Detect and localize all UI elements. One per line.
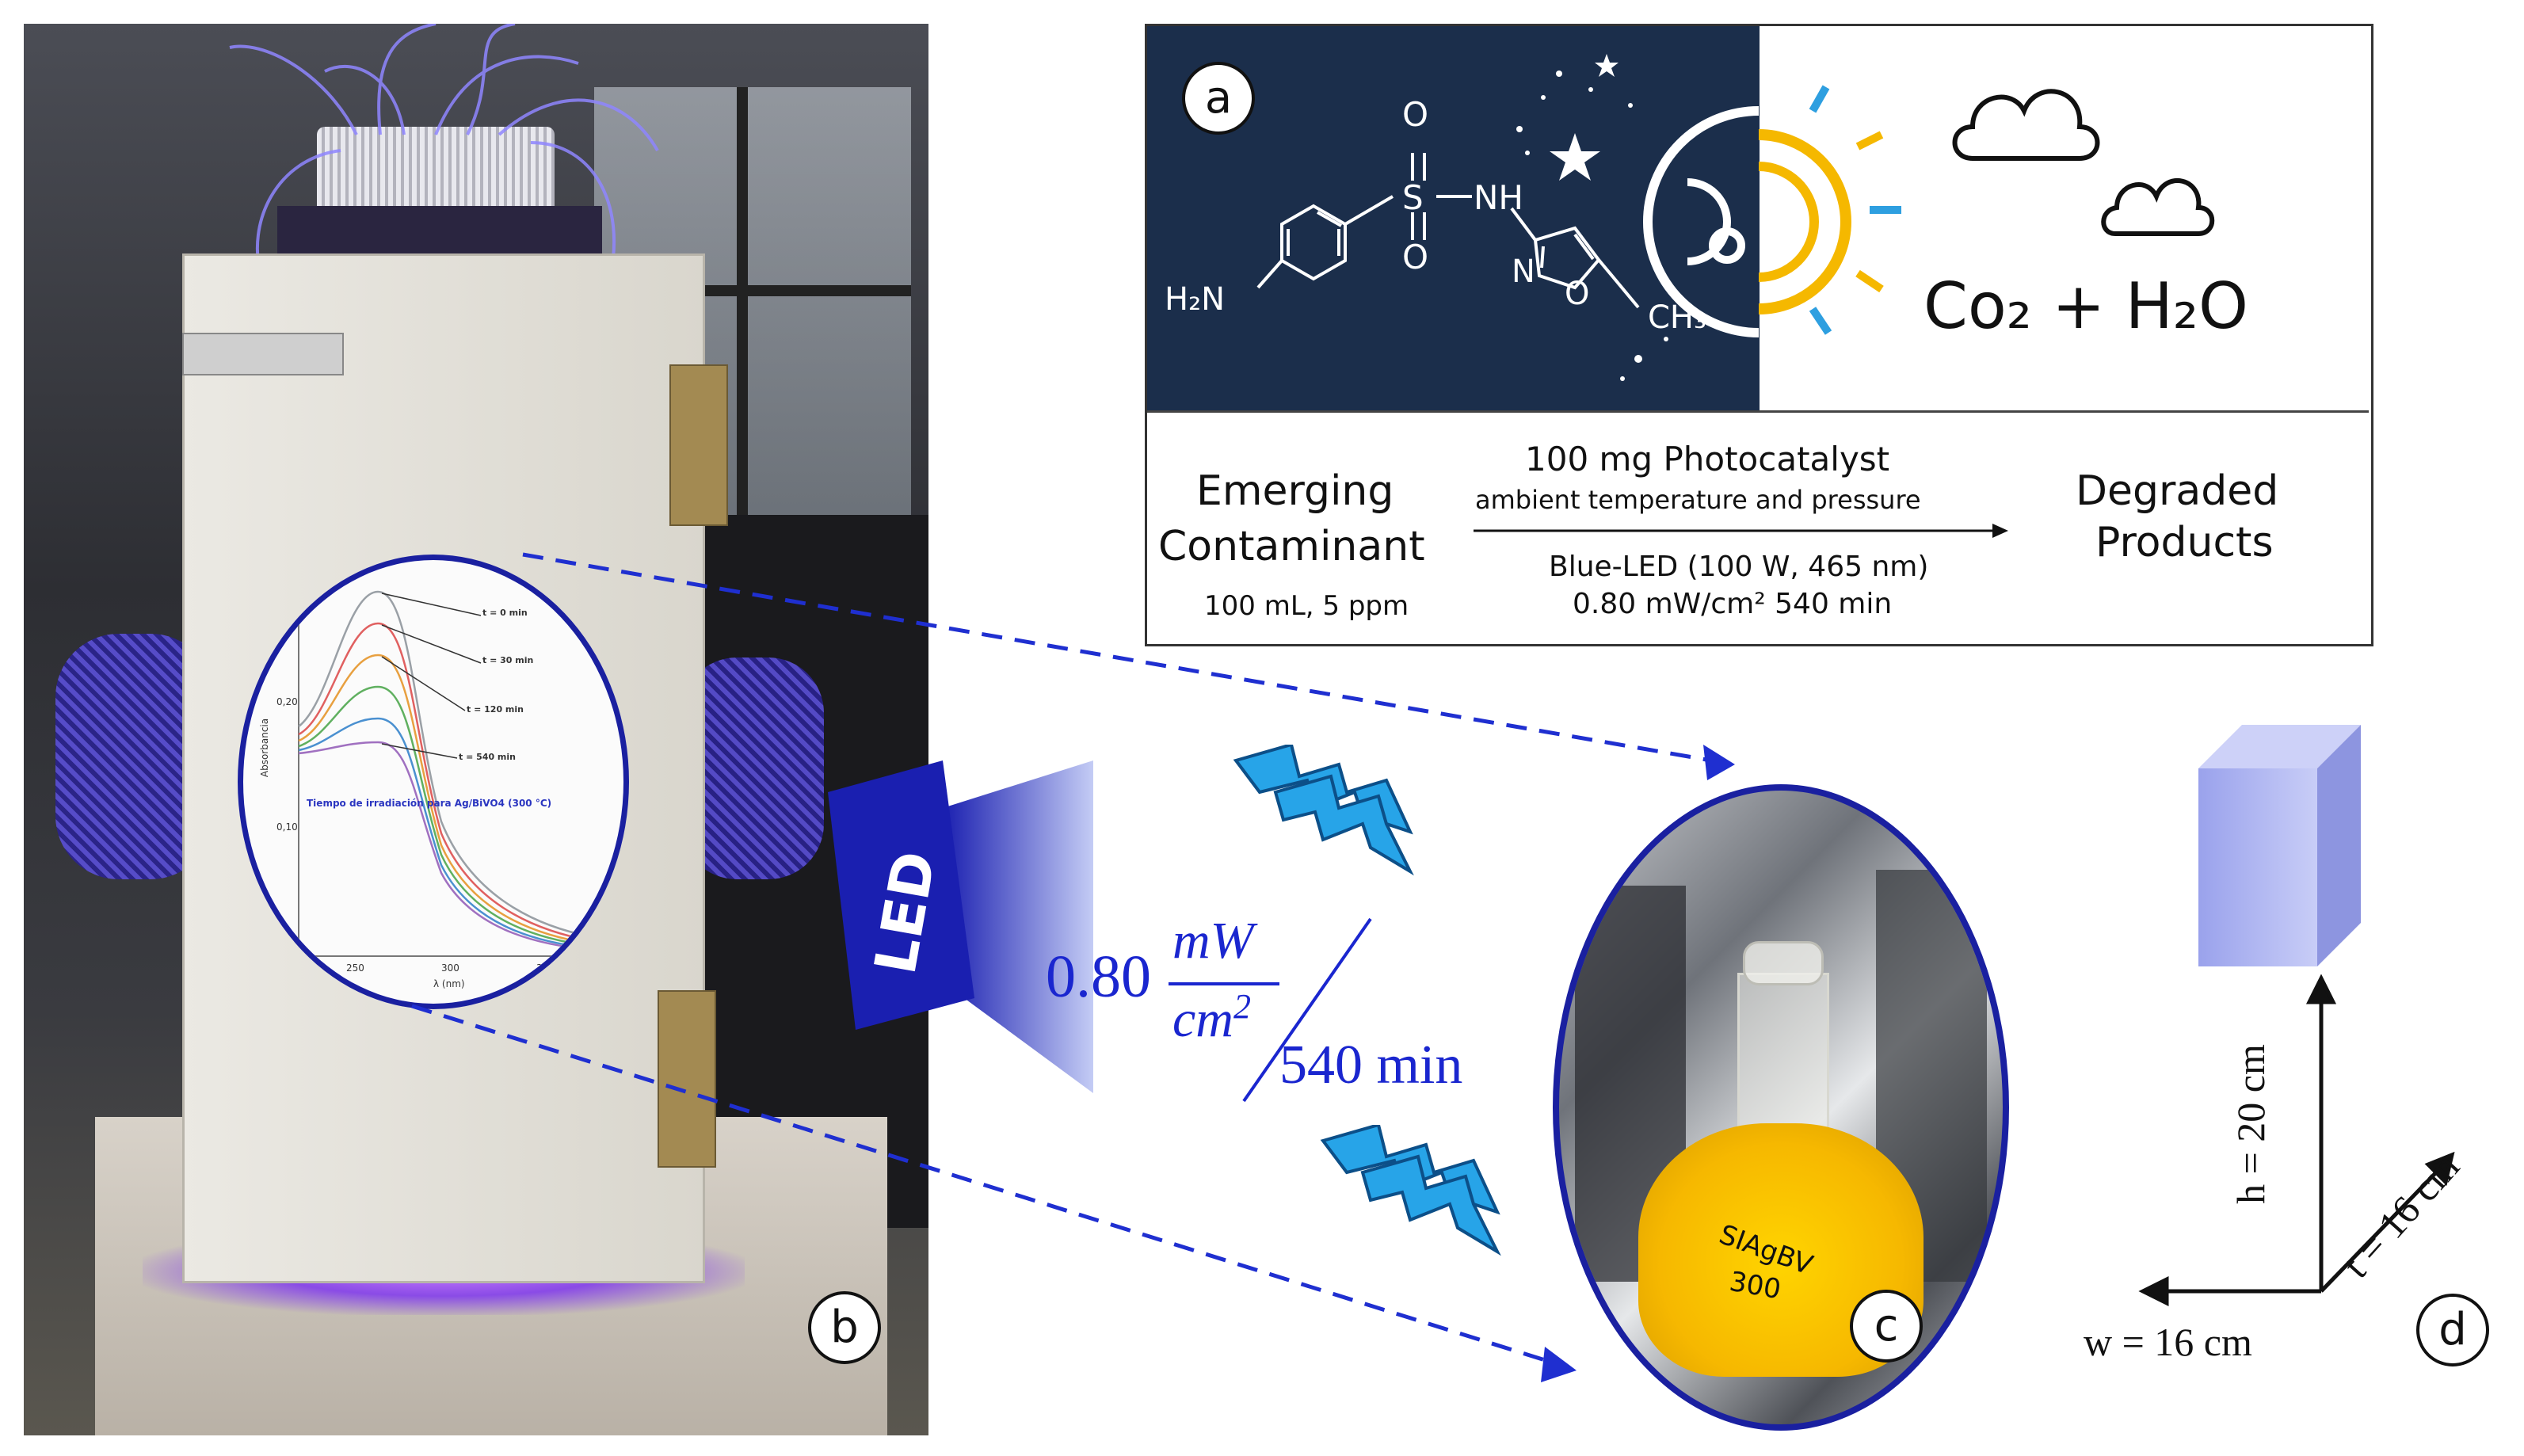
atom-s: S (1402, 178, 1424, 217)
hinge-bottom (658, 990, 716, 1168)
inset-series-label: t = 120 min (467, 704, 524, 715)
arrow-bottom-1: Blue-LED (100 W, 465 nm) (1549, 551, 1929, 583)
inset-ytick: 0,20 (276, 696, 298, 707)
panel-label-d: d (2416, 1294, 2489, 1366)
atom-o-ring: O (1565, 276, 1590, 312)
flask-photo: SIAgBV 300 (1553, 784, 2009, 1431)
right-fan (681, 657, 824, 879)
per-slash (1242, 917, 1372, 1103)
dimension-axes (2138, 974, 2455, 1307)
reactant-title-2: Contaminant (1158, 523, 1425, 570)
arrow-bottom-2: 0.80 mW/cm² 540 min (1573, 588, 1893, 620)
heatsink (317, 127, 555, 214)
sulfamethoxazole-structure (1256, 153, 1640, 309)
inset-xtick: 250 (346, 962, 364, 974)
reactant-title-1: Emerging (1196, 467, 1394, 515)
products-formula: Co₂ + H₂O (1924, 269, 2248, 343)
led-plate (277, 206, 602, 253)
cloud-icon (1952, 89, 2100, 161)
irradiance-time: 540 min (1279, 1035, 1463, 1096)
width-label: w = 16 cm (2084, 1320, 2252, 1364)
fraction-bar (1169, 982, 1279, 985)
window-mullion (737, 87, 748, 531)
latch (182, 333, 344, 375)
inset-xlabel: λ (nm) (433, 978, 465, 989)
product-title-1: Degraded (2076, 467, 2279, 515)
panel-a-divider (1147, 410, 2369, 413)
atom-nh: NH (1474, 178, 1523, 217)
led-lamp (828, 760, 1093, 1093)
atom-h2n: H₂N (1165, 281, 1226, 318)
inset-xtick: 350 (536, 962, 555, 974)
inset-xtick: 300 (441, 962, 459, 974)
reactor-dimension-cube (2198, 725, 2361, 966)
atom-o-bottom: O (1402, 238, 1429, 276)
panel-label-c: c (1850, 1290, 1923, 1363)
star-icon (1550, 133, 1600, 181)
atom-o-top: O (1402, 95, 1429, 134)
height-label: h = 20 cm (2228, 1044, 2273, 1204)
irradiance-value: 0.80 (1046, 943, 1151, 1010)
den-exponent: 2 (1233, 987, 1251, 1026)
spectrum-chart (298, 576, 616, 957)
panel-label-a: a (1182, 62, 1255, 135)
reactant-sub: 100 mL, 5 ppm (1204, 590, 1409, 622)
lightning-icon (1233, 745, 1414, 876)
irradiance-den: cm2 (1172, 986, 1251, 1050)
inset-series-label: t = 0 min (482, 608, 528, 618)
inset-ytick: 0,10 (276, 821, 298, 833)
star-icon (1595, 54, 1618, 77)
hinge-top (669, 364, 728, 526)
cloud-icon (2101, 178, 2215, 236)
inset-series-label: t = 30 min (482, 655, 534, 665)
flask-stopper (1743, 941, 1824, 985)
product-title-2: Products (2095, 519, 2274, 566)
stars (1516, 54, 1668, 381)
atom-n: N (1512, 253, 1535, 290)
arrow-top-1: 100 mg Photocatalyst (1525, 440, 1890, 478)
panel-label-b: b (808, 1291, 881, 1364)
arrow-top-2: ambient temperature and pressure (1475, 485, 1921, 515)
reaction-arrow (1474, 524, 2008, 538)
inset-series-label: t = 540 min (459, 752, 516, 762)
irradiance-num: mW (1172, 912, 1254, 970)
lightning-icon (1320, 1125, 1501, 1256)
spectrum-inset: Absorbancia 0,20 0,10 t = 0 min t = 30 m… (238, 555, 629, 1009)
inset-caption: Tiempo de irradiación para Ag/BiVO4 (300… (307, 798, 552, 809)
moon-sun-icon (1643, 85, 1901, 337)
den-base: cm (1172, 990, 1233, 1048)
